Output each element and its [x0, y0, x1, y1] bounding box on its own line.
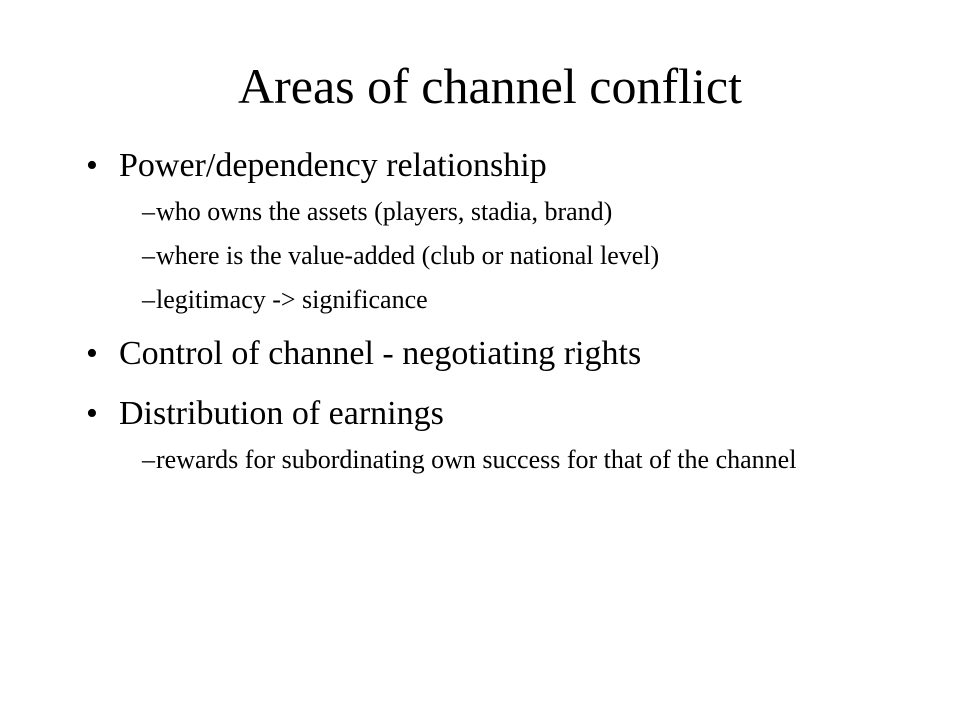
bullet-item: • Power/dependency relationship: [86, 143, 886, 189]
bullet-text: Power/dependency relationship: [119, 147, 547, 184]
bullet-text: Distribution of earnings: [119, 395, 444, 432]
bullet-icon: •: [86, 147, 98, 184]
dash-icon: –: [142, 241, 155, 270]
slide-body: • Power/dependency relationship – who ow…: [86, 143, 886, 477]
bullet-icon: •: [86, 395, 98, 432]
bullet-item: • Control of channel - negotiating right…: [86, 331, 886, 377]
bullet-item: • Distribution of earnings: [86, 391, 886, 437]
sub-bullet-text: where is the value-added (club or nation…: [156, 241, 660, 270]
slide-title: Areas of channel conflict: [238, 58, 742, 114]
dash-icon: –: [142, 285, 155, 314]
sub-bullet-item: – rewards for subordinating own success …: [142, 443, 856, 477]
bullet-icon: •: [86, 335, 98, 372]
sub-bullet-text: who owns the assets (players, stadia, br…: [156, 197, 613, 226]
dash-icon: –: [142, 197, 155, 226]
sub-bullet-text: rewards for subordinating own success fo…: [156, 445, 797, 474]
dash-icon: –: [142, 445, 155, 474]
sub-bullet-item: – who owns the assets (players, stadia, …: [142, 195, 856, 229]
sub-bullet-item: – legitimacy -> significance: [142, 283, 856, 317]
sub-bullet-item: – where is the value-added (club or nati…: [142, 239, 856, 273]
sub-bullet-text: legitimacy -> significance: [156, 285, 428, 314]
bullet-text: Control of channel - negotiating rights: [119, 335, 642, 372]
